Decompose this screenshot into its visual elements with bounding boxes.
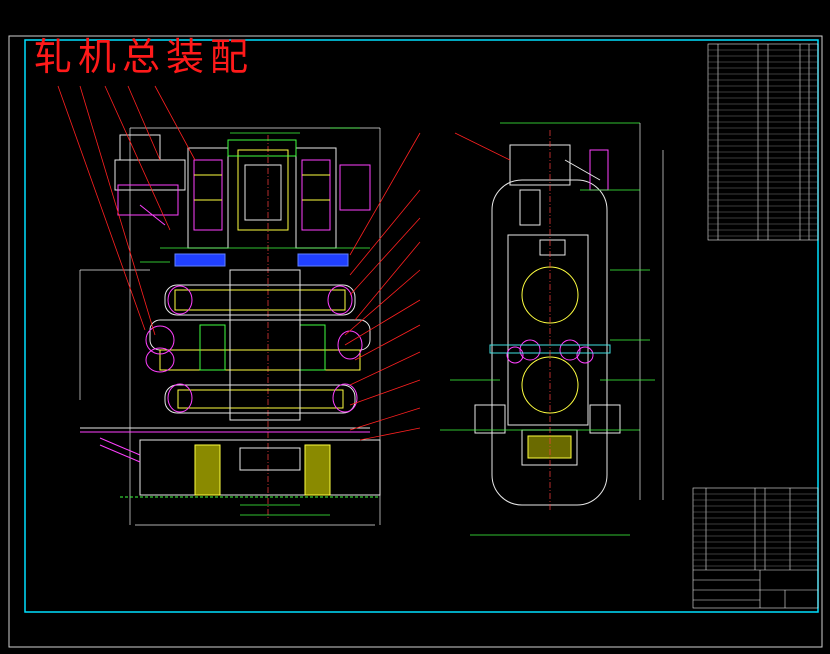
- drawing-title: 轧机总装配: [34, 35, 255, 79]
- bearing-blocks: [174, 253, 349, 267]
- title-block-rows: [693, 493, 818, 567]
- base-foundation: [80, 427, 381, 498]
- front-elevation-view: [57, 85, 421, 526]
- parts-list-rows: [708, 49, 818, 237]
- top-drive-units: [114, 134, 371, 249]
- roll-stack: [145, 269, 371, 421]
- parts-list-table: [707, 43, 819, 241]
- part-leaders-front: [57, 85, 421, 441]
- sheet-border: [8, 35, 823, 648]
- side-elevation-view: [440, 122, 664, 536]
- front-dimensions: [140, 127, 370, 516]
